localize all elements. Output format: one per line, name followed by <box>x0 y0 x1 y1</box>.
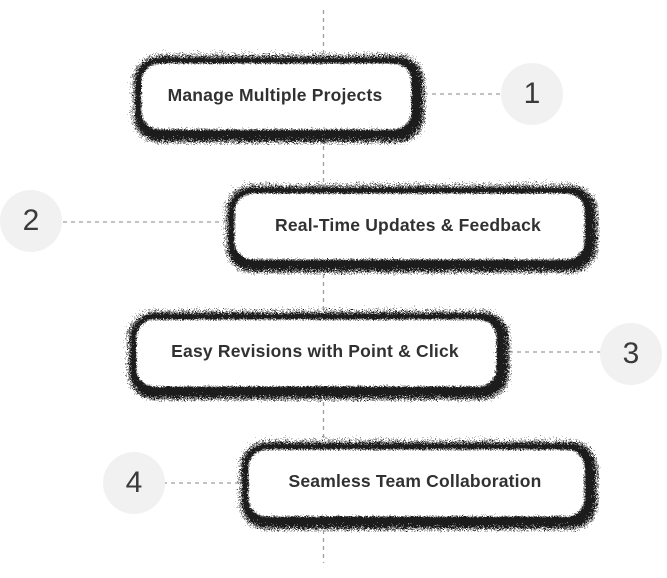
step-number-3: 3 <box>622 337 640 370</box>
step-number-2: 2 <box>22 204 40 237</box>
feature-box-label-4: Seamless Team Collaboration <box>288 471 542 491</box>
step-circle-1 <box>501 63 563 125</box>
step-number-1: 1 <box>523 77 541 110</box>
step-circles <box>0 63 662 514</box>
feature-box-label-1: Manage Multiple Projects <box>167 84 383 105</box>
feature-box-label-2: Real-Time Updates & Feedback <box>275 214 541 235</box>
feature-box-label-3: Easy Revisions with Point & Click <box>171 341 459 361</box>
feature-box-shape-3 <box>135 318 495 385</box>
feature-box-shape-4 <box>247 448 583 515</box>
feature-box-shape-2 <box>233 192 583 258</box>
step-circle-4 <box>103 452 165 514</box>
step-circle-2 <box>0 190 62 252</box>
feature-box-shape-1 <box>140 62 410 128</box>
feature-box-shapes <box>135 62 583 515</box>
step-number-4: 4 <box>125 466 143 499</box>
step-circle-3 <box>600 323 662 385</box>
